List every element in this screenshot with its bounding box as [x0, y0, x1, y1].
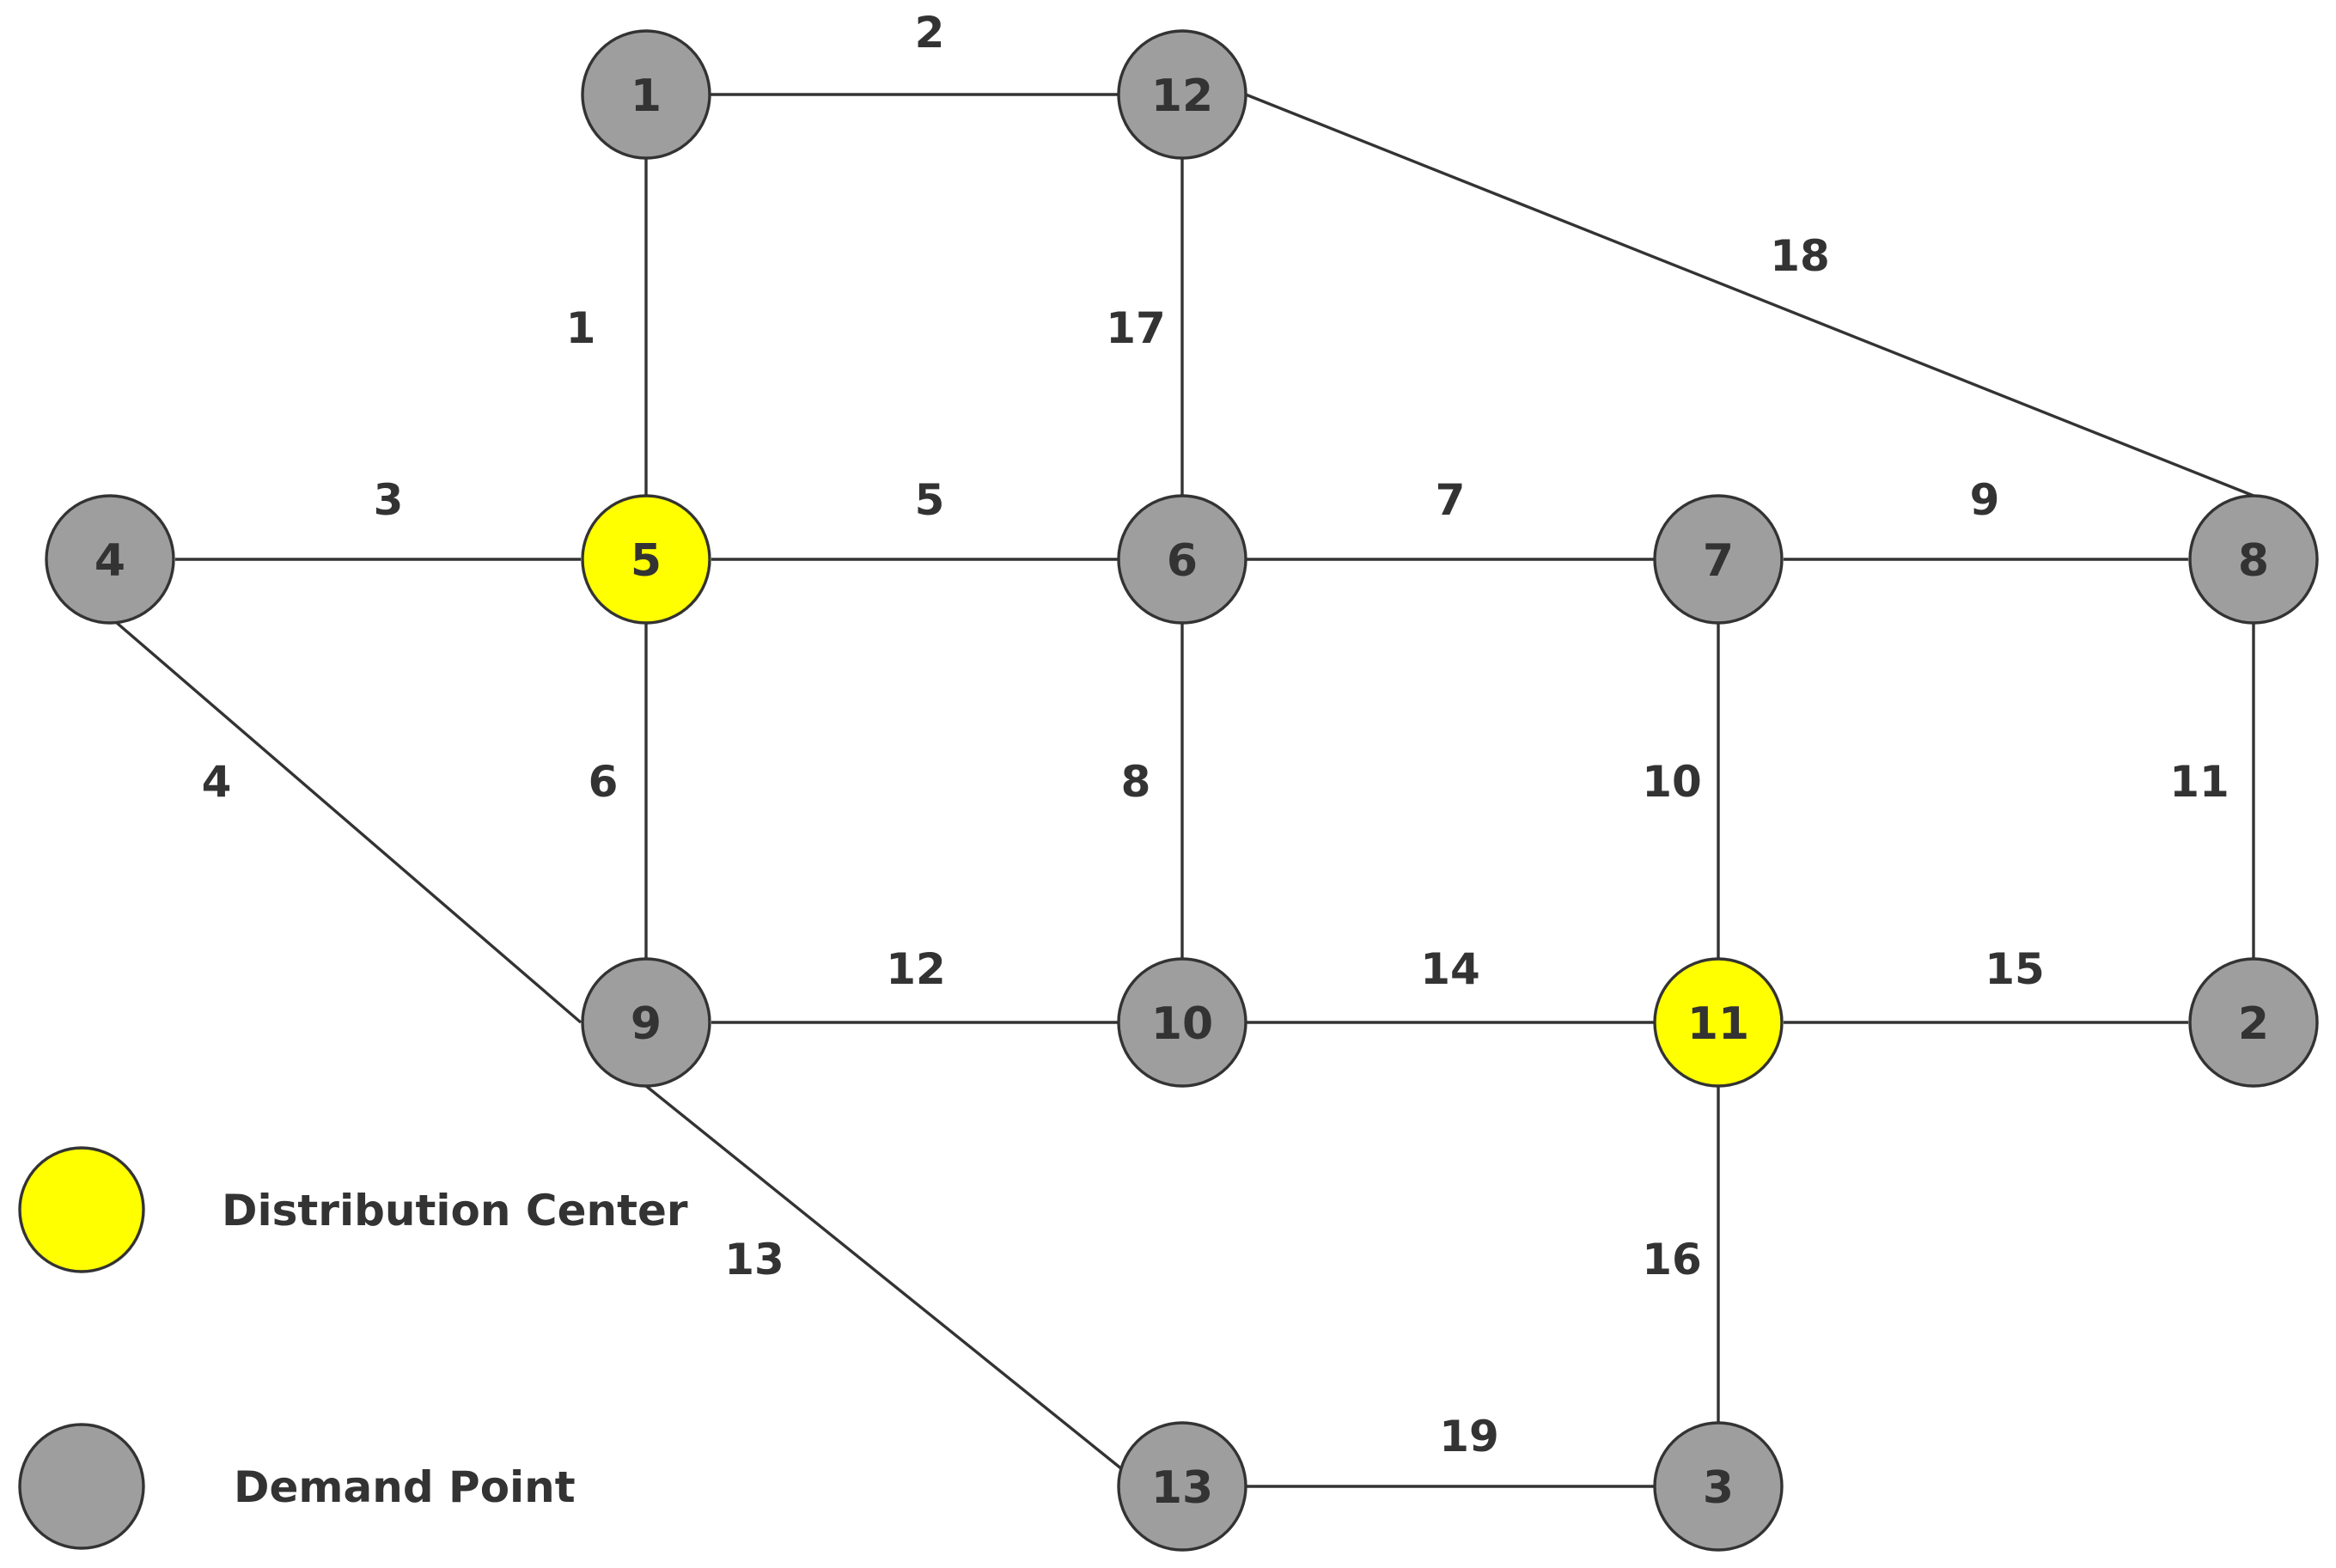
node-10: 10: [1117, 957, 1247, 1088]
node-label-8: 8: [2238, 535, 2269, 587]
node-4: 4: [45, 494, 175, 625]
edge-label-19: 19: [1439, 1412, 1499, 1461]
edge-label-14: 14: [1420, 944, 1480, 994]
edge-9-13: [644, 1084, 1124, 1471]
demand-point-node-1: [581, 29, 711, 160]
edge-label-1: 1: [566, 303, 596, 353]
edge-label-10: 10: [1642, 757, 1702, 807]
node-12: 12: [1117, 29, 1247, 160]
node-label-13: 13: [1151, 1462, 1213, 1514]
edge-4-9: [115, 621, 582, 1024]
legend-distribution-center-swatch: [18, 1146, 145, 1273]
node-label-10: 10: [1151, 998, 1213, 1050]
edge-12-8: [1245, 93, 2254, 497]
node-label-2: 2: [2238, 998, 2269, 1050]
edge-label-11: 11: [2169, 757, 2229, 807]
node-label-6: 6: [1167, 535, 1198, 587]
node-label-3: 3: [1703, 1462, 1734, 1514]
distribution-center-node-11: [1653, 957, 1784, 1088]
edge-label-18: 18: [1770, 231, 1830, 281]
legend: Distribution Center Demand Point: [18, 1146, 688, 1550]
demand-point-node-4: [45, 494, 175, 625]
edge-label-9: 9: [1970, 475, 2000, 525]
edge-label-16: 16: [1642, 1235, 1702, 1284]
demand-point-node-8: [2188, 494, 2319, 625]
node-5: 5: [581, 494, 711, 625]
demand-point-node-10: [1117, 957, 1247, 1088]
node-label-7: 7: [1703, 535, 1734, 587]
legend-demand-point-swatch: [18, 1423, 145, 1550]
edge-label-8: 8: [1121, 757, 1151, 807]
legend-distribution-center-label: Distribution Center: [222, 1186, 688, 1235]
node-7: 7: [1653, 494, 1784, 625]
demand-point-node-13: [1117, 1421, 1247, 1552]
legend-demand-point-label: Demand Point: [234, 1462, 576, 1512]
node-3: 3: [1653, 1421, 1784, 1552]
edge-label-7: 7: [1436, 475, 1466, 525]
node-1: 1: [581, 29, 711, 160]
edge-label-5: 5: [915, 475, 945, 525]
distribution-center-node-5: [581, 494, 711, 625]
demand-point-node-6: [1117, 494, 1247, 625]
node-label-5: 5: [631, 535, 662, 587]
demand-point-node-7: [1653, 494, 1784, 625]
node-label-12: 12: [1151, 70, 1213, 122]
node-2: 2: [2188, 957, 2319, 1088]
node-11: 11: [1653, 957, 1784, 1088]
edge-label-6: 6: [589, 757, 619, 807]
edge-label-15: 15: [1985, 944, 2045, 994]
node-6: 6: [1117, 494, 1247, 625]
edge-label-13: 13: [724, 1235, 784, 1284]
node-8: 8: [2188, 494, 2319, 625]
node-9: 9: [581, 957, 711, 1088]
edge-label-17: 17: [1106, 303, 1166, 353]
demand-point-node-12: [1117, 29, 1247, 160]
demand-point-node-3: [1653, 1421, 1784, 1552]
edge-label-3: 3: [374, 475, 404, 525]
node-label-9: 9: [631, 998, 662, 1050]
edges-layer: [115, 93, 2255, 1488]
demand-point-node-9: [581, 957, 711, 1088]
node-label-4: 4: [95, 535, 125, 587]
edge-label-4: 4: [202, 757, 232, 807]
node-label-11: 11: [1687, 998, 1749, 1050]
node-13: 13: [1117, 1421, 1247, 1552]
edge-label-2: 2: [915, 8, 945, 58]
edge-label-12: 12: [886, 944, 946, 994]
node-label-1: 1: [631, 70, 662, 122]
demand-point-node-2: [2188, 957, 2319, 1088]
